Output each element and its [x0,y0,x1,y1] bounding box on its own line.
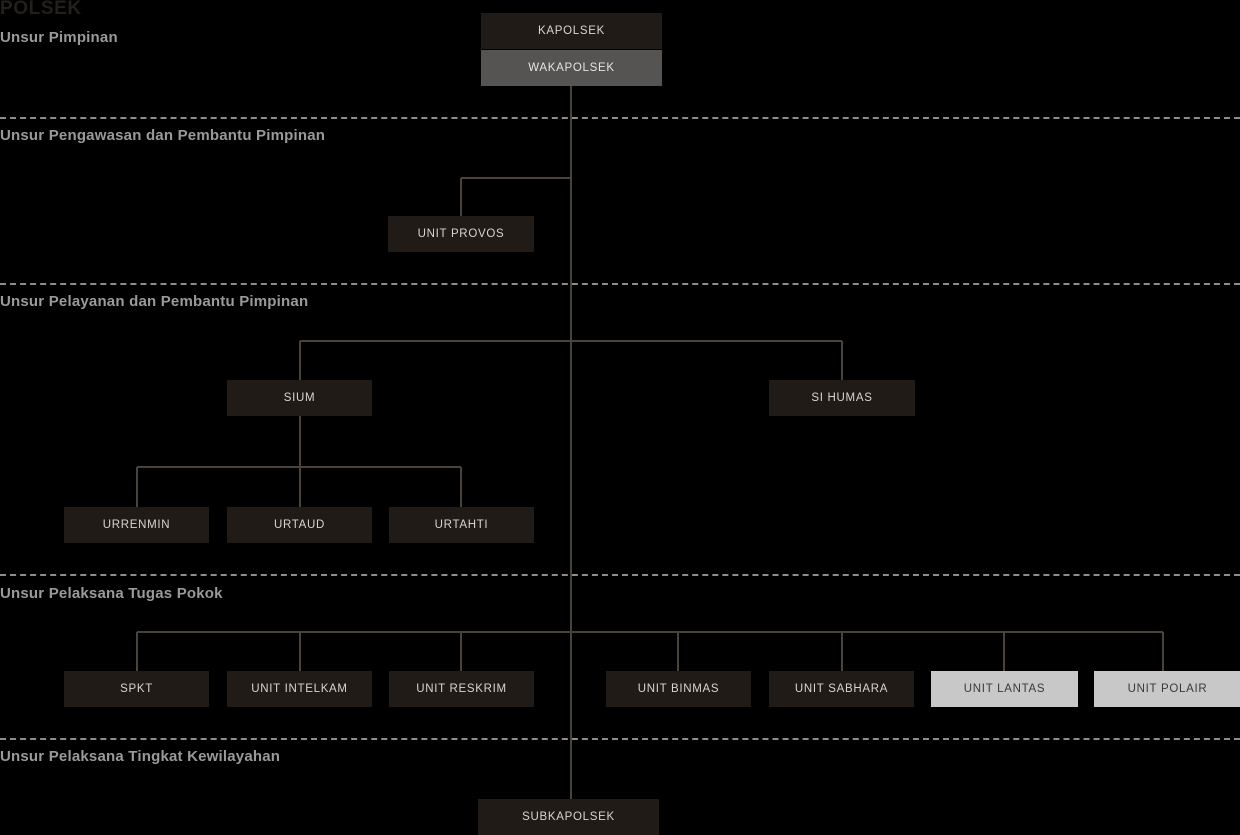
band-title-kewilayahan: Unsur Pelaksana Tingkat Kewilayahan [0,748,281,765]
node-wakapolsek[interactable]: WAKAPOLSEK [481,50,662,86]
node-kapolsek[interactable]: KAPOLSEK [481,13,662,49]
band-title-pelayanan: Unsur Pelayanan dan Pembantu Pimpinan [0,293,309,310]
node-unit-intelkam[interactable]: UNIT INTELKAM [227,671,372,707]
node-subkapolsek[interactable]: SUBKAPOLSEK [478,799,659,835]
page-title: POLSEK [0,0,82,19]
node-unit-lantas[interactable]: UNIT LANTAS [931,671,1078,707]
band-divider-1 [0,117,1240,119]
band-divider-3 [0,574,1240,576]
node-urtaud[interactable]: URTAUD [227,507,372,543]
band-divider-4 [0,738,1240,740]
node-unit-binmas[interactable]: UNIT BINMAS [606,671,751,707]
node-si-humas[interactable]: SI HUMAS [769,380,915,416]
node-urtahti[interactable]: URTAHTI [389,507,534,543]
band-title-tugas-pokok: Unsur Pelaksana Tugas Pokok [0,585,223,602]
node-urrenmin[interactable]: URRENMIN [64,507,209,543]
node-unit-polair[interactable]: UNIT POLAIR [1094,671,1240,707]
node-sium[interactable]: SIUM [227,380,372,416]
band-title-pengawasan: Unsur Pengawasan dan Pembantu Pimpinan [0,127,326,144]
node-unit-provos[interactable]: UNIT PROVOS [388,216,534,252]
node-spkt[interactable]: SPKT [64,671,209,707]
node-unit-reskrim[interactable]: UNIT RESKRIM [389,671,534,707]
band-title-pimpinan: Unsur Pimpinan [0,29,118,46]
node-unit-sabhara[interactable]: UNIT SABHARA [769,671,914,707]
band-divider-2 [0,283,1240,285]
